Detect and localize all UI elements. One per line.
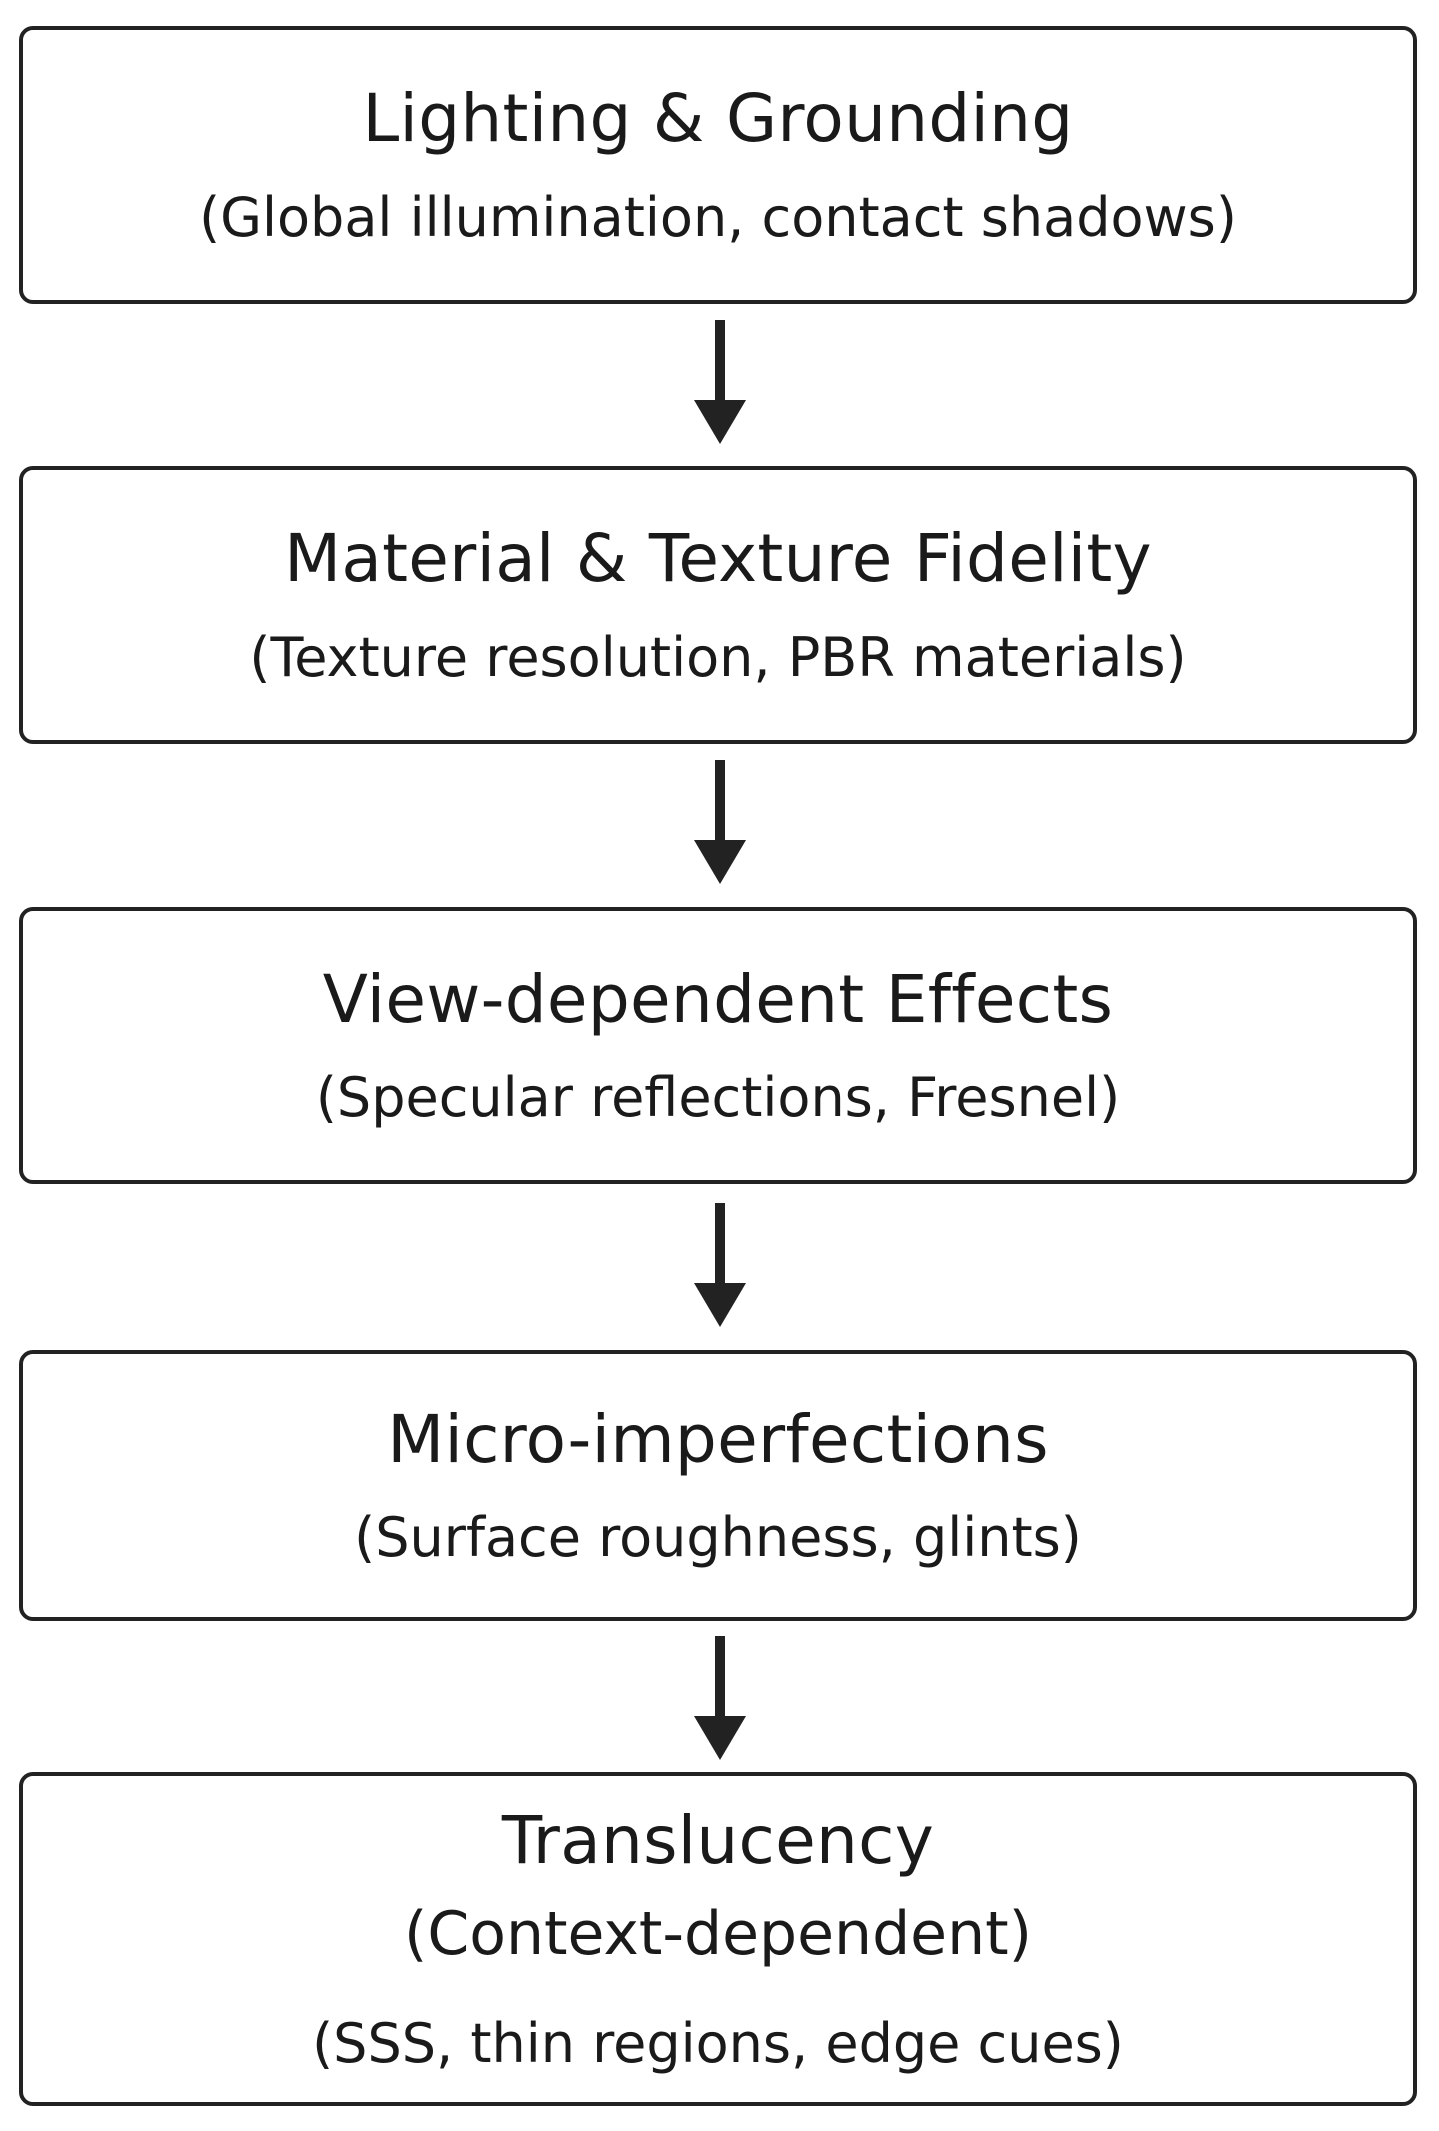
- step-box-micro-imperfections: Micro-imperfections (Surface roughness, …: [19, 1350, 1417, 1621]
- arrow-down-icon: [694, 320, 746, 444]
- step-title: Lighting & Grounding: [362, 80, 1074, 157]
- step-subtitle: (SSS, thin regions, edge cues): [312, 2012, 1124, 2076]
- step-qualifier: (Context-dependent): [403, 1899, 1033, 1970]
- step-box-material-texture: Material & Texture Fidelity (Texture res…: [19, 466, 1417, 744]
- arrow-down-icon: [694, 1203, 746, 1327]
- step-title: Material & Texture Fidelity: [284, 520, 1152, 597]
- arrow-down-icon: [694, 760, 746, 884]
- step-box-lighting-grounding: Lighting & Grounding (Global illuminatio…: [19, 26, 1417, 304]
- step-title: Micro-imperfections: [387, 1400, 1049, 1478]
- step-subtitle: (Texture resolution, PBR materials): [249, 625, 1187, 689]
- step-subtitle: (Specular reflections, Fresnel): [315, 1066, 1121, 1130]
- step-title: Translucency: [501, 1801, 935, 1879]
- step-box-translucency: Translucency (Context-dependent) (SSS, t…: [19, 1772, 1417, 2106]
- step-title: View-dependent Effects: [322, 960, 1114, 1038]
- arrow-down-icon: [694, 1636, 746, 1760]
- step-box-view-dependent: View-dependent Effects (Specular reflect…: [19, 907, 1417, 1184]
- step-subtitle: (Surface roughness, glints): [354, 1506, 1082, 1570]
- step-subtitle: (Global illumination, contact shadows): [199, 185, 1237, 249]
